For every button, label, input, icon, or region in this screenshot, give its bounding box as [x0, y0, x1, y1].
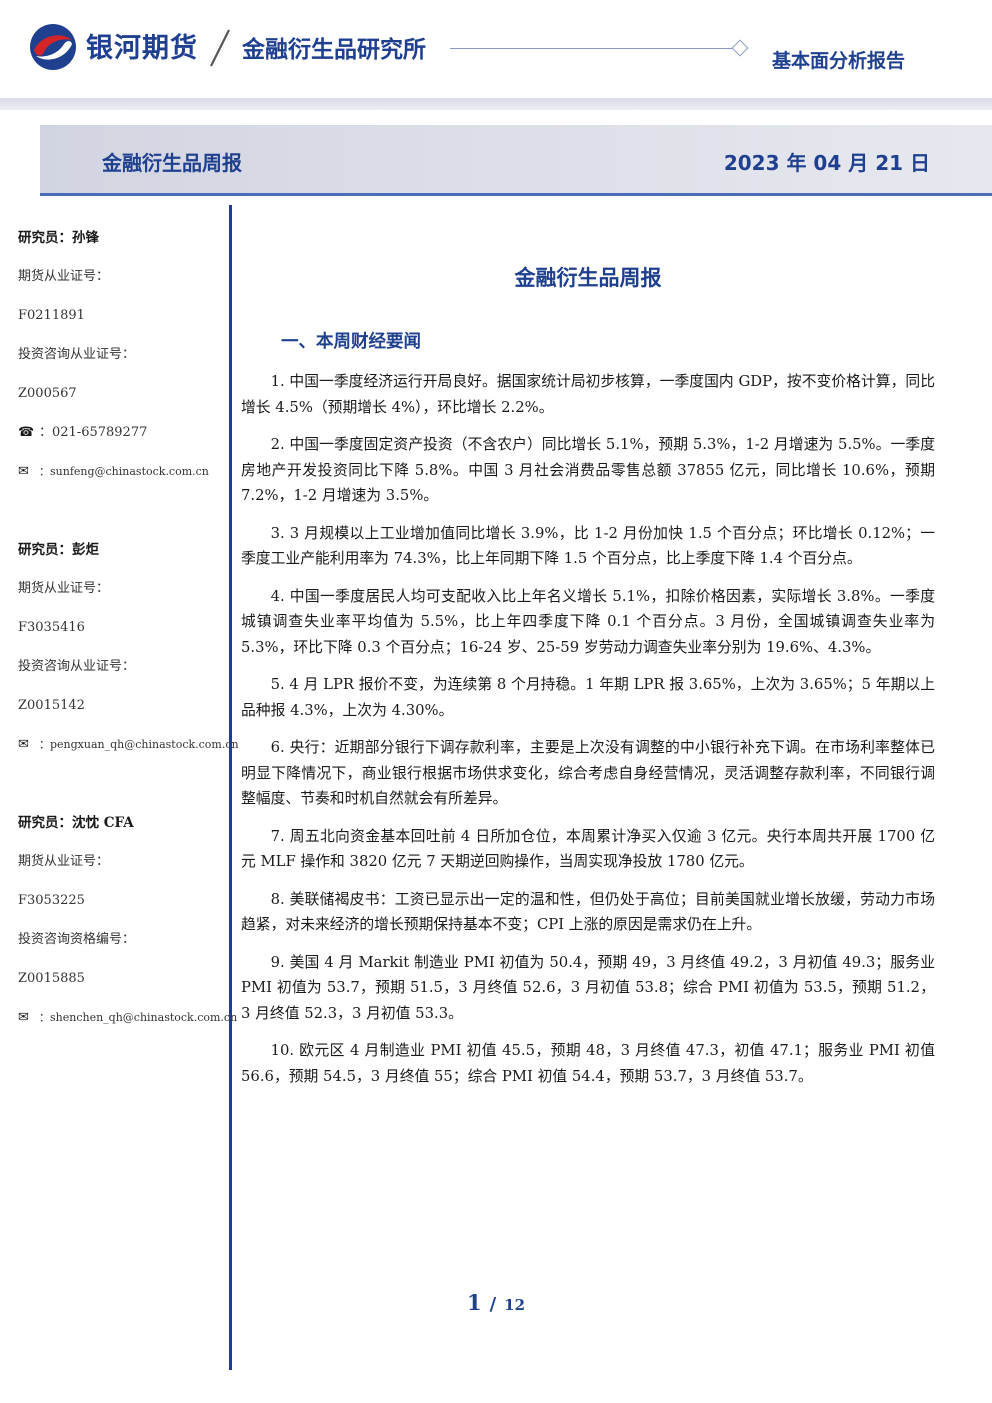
page-number: 1 [466, 1290, 482, 1315]
news-paragraph: 4. 中国一季度居民人均可支配收入比上年名义增长 5.1%，扣除价格因素，实际增… [241, 587, 935, 656]
advisory-number: Z0015885 [18, 971, 85, 986]
researcher-card: 研究员：沈忱 CFA 期货从业证号： F3053225 投资咨询资格编号： Z0… [18, 813, 237, 1047]
phone-number: ：021-65789277 [39, 425, 148, 440]
news-paragraph: 7. 周五北向资金基本回吐前 4 日所加仓位，本周累计净买入仅逾 3 亿元。央行… [241, 827, 935, 871]
main-title: 金融衍生品周报 [514, 266, 662, 290]
researcher-card: 研究员：孙锋 期货从业证号： F0211891 投资咨询从业证号： Z00056… [18, 228, 223, 501]
envelope-icon: ✉ [18, 1010, 29, 1025]
phone-row: ☎ ：021-65789277 [18, 423, 223, 462]
report-title-bar: 金融衍生品周报 2023 年 04 月 21 日 [40, 125, 992, 196]
email-link[interactable]: ：sunfeng@chinastock.com.cn [39, 465, 209, 478]
news-paragraph: 2. 中国一季度固定资产投资（不含农户）同比增长 5.1%，预期 5.3%，1-… [241, 436, 935, 504]
envelope-icon: ✉ [18, 737, 29, 752]
news-paragraph: 5. 4 月 LPR 报价不变，为连续第 8 个月持稳。1 年期 LPR 报 3… [241, 676, 935, 719]
researcher-name: 研究员：彭炬 [18, 542, 99, 558]
diamond-ornament-icon [731, 39, 749, 57]
header-rule [450, 48, 736, 49]
advisory-number: Z0015142 [18, 698, 85, 713]
header-slash-divider [210, 29, 230, 67]
news-paragraph: 6. 央行：近期部分银行下调存款利率，主要是上次没有调整的中小银行补充下调。在市… [241, 739, 935, 807]
email-row: ✉ ：sunfeng@chinastock.com.cn [18, 462, 223, 501]
license-number: F3053225 [18, 893, 85, 908]
section-heading: 一、本周财经要闻 [281, 332, 421, 352]
news-paragraph: 1. 中国一季度经济运行开局良好。据国家统计局初步核算，一季度国内 GDP，按不… [241, 373, 935, 416]
news-paragraph: 9. 美国 4 月 Markit 制造业 PMI 初值为 50.4，预期 49，… [241, 953, 935, 1022]
report-date: 2023 年 04 月 21 日 [723, 151, 930, 175]
sidebar-divider [229, 205, 232, 1370]
news-paragraph: 10. 欧元区 4 月制造业 PMI 初值 45.5，预期 48，3 月终值 4… [241, 1042, 935, 1085]
news-paragraph: 8. 美联储褐皮书：工资已显示出一定的温和性，但仍处于高位；目前美国就业增长放缓… [241, 890, 935, 934]
envelope-icon: ✉ [18, 464, 29, 479]
email-link[interactable]: ：pengxuan_qh@chinastock.com.cn [39, 738, 239, 751]
email-link[interactable]: ：shenchen_qh@chinastock.com.cn [39, 1011, 238, 1024]
page-footer: 1 / 12 [0, 1290, 992, 1315]
researcher-sidebar: 研究员：孙锋 期货从业证号： F0211891 投资咨询从业证号： Z00056… [18, 228, 239, 1047]
header-band [0, 98, 992, 110]
license-label: 期货从业证号： [18, 581, 110, 596]
advisory-label: 投资咨询从业证号： [18, 347, 136, 362]
report-type: 基本面分析报告 [772, 50, 906, 72]
page-separator: / [489, 1294, 497, 1315]
researcher-name: 研究员：沈忱 CFA [18, 815, 134, 831]
license-label: 期货从业证号： [18, 854, 110, 869]
advisory-number: Z000567 [18, 386, 77, 401]
email-row: ✉ ：shenchen_qh@chinastock.com.cn [18, 1008, 237, 1047]
galaxy-logo-icon [30, 24, 76, 70]
license-number: F3035416 [18, 620, 85, 635]
license-label: 期货从业证号： [18, 269, 110, 284]
news-paragraph: 3. 3 月规模以上工业增加值同比增长 3.9%，比 1-2 月份加快 1.5 … [241, 524, 935, 568]
page-total: 12 [504, 1296, 526, 1314]
report-header: 银河期货 金融衍生品研究所 基本面分析报告 [0, 0, 992, 110]
advisory-label: 投资咨询资格编号： [18, 932, 136, 947]
institute-name: 金融衍生品研究所 [242, 37, 426, 63]
report-series-title: 金融衍生品周报 [102, 151, 242, 175]
brand-name: 银河期货 [86, 33, 198, 64]
researcher-name: 研究员：孙锋 [18, 230, 99, 246]
license-number: F0211891 [18, 308, 85, 323]
advisory-label: 投资咨询从业证号： [18, 659, 136, 674]
email-row: ✉ ：pengxuan_qh@chinastock.com.cn [18, 735, 239, 774]
main-content: 金融衍生品周报 一、本周财经要闻 1. 中国一季度经济运行开局良好。据国家统计局… [241, 262, 935, 1101]
phone-icon: ☎ [18, 425, 35, 440]
researcher-card: 研究员：彭炬 期货从业证号： F3035416 投资咨询从业证号： Z00151… [18, 540, 239, 774]
